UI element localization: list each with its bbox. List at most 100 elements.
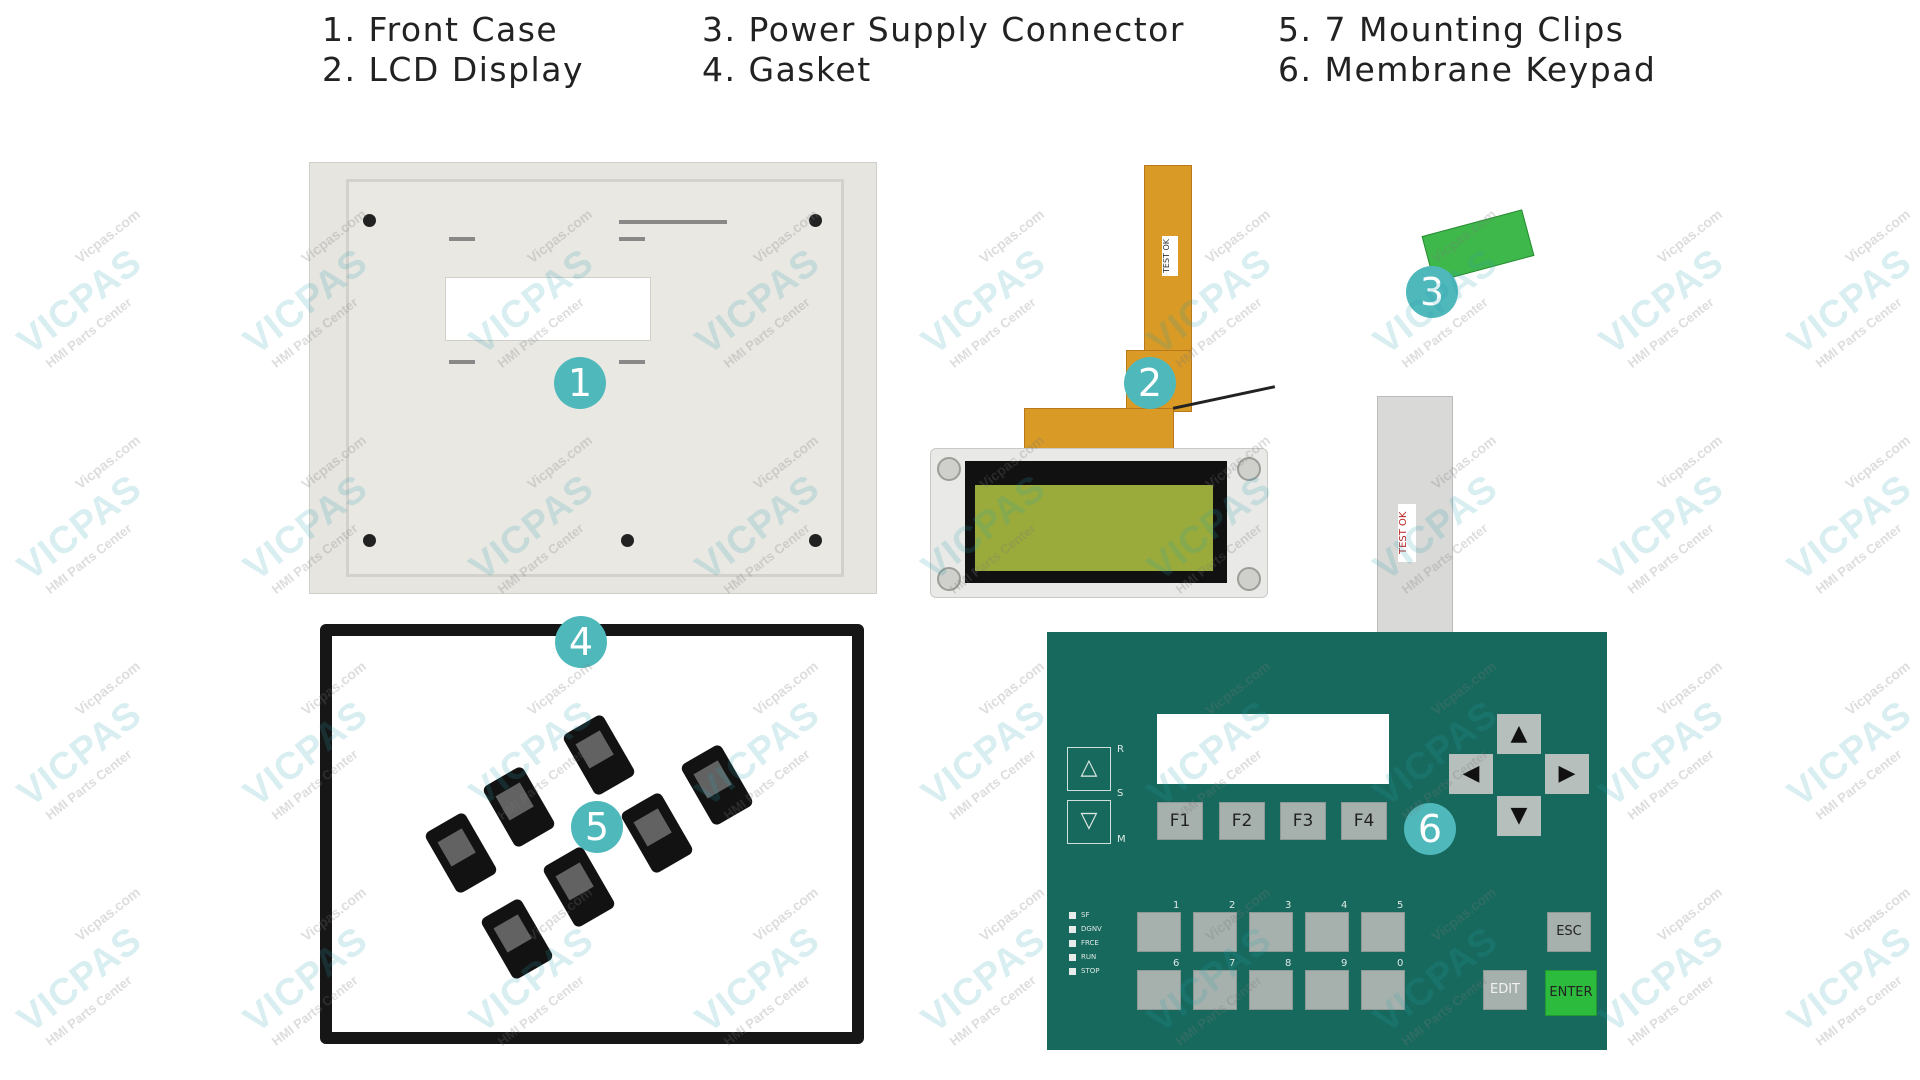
legend-item-1: 1. Front Case <box>322 10 559 49</box>
edit-key: EDIT <box>1483 970 1527 1010</box>
right-arrow-key: ▶ <box>1545 754 1589 794</box>
mode-icon-bottom: ▽ <box>1067 800 1111 844</box>
status-led <box>1069 940 1076 947</box>
legend-col-1: 1. Front Case 2. LCD Display <box>322 10 584 90</box>
badge-2: 2 <box>1124 357 1176 409</box>
front-case-display-window <box>445 277 651 341</box>
legend-item-2: 2. LCD Display <box>322 50 584 89</box>
status-led <box>1069 954 1076 961</box>
led-label: FRCE <box>1081 939 1099 947</box>
number-key <box>1193 970 1237 1010</box>
badge-5: 5 <box>571 801 623 853</box>
number-key <box>1249 970 1293 1010</box>
legend-item-3: 3. Power Supply Connector <box>702 10 1185 49</box>
lcd-screen <box>965 461 1227 583</box>
screw-hole <box>809 214 822 227</box>
screw <box>937 457 961 481</box>
f4-key: F4 <box>1341 802 1387 840</box>
slot <box>619 220 727 224</box>
side-label: R <box>1117 744 1124 755</box>
side-label: S <box>1117 788 1124 799</box>
f1-key: F1 <box>1157 802 1203 840</box>
test-ok-label: TEST OK <box>1398 504 1416 562</box>
legend-item-4: 4. Gasket <box>702 50 872 89</box>
badge-4: 4 <box>555 616 607 668</box>
slot <box>619 237 645 241</box>
legend-col-2: 3. Power Supply Connector 4. Gasket <box>702 10 1185 90</box>
badge-6: 6 <box>1404 803 1456 855</box>
legend-item-5: 5. 7 Mounting Clips <box>1278 10 1625 49</box>
esc-key: ESC <box>1547 912 1591 952</box>
side-label: M <box>1117 834 1126 845</box>
gasket-image <box>320 624 864 1044</box>
key-number-label: 6 <box>1173 958 1180 969</box>
number-key <box>1305 970 1349 1010</box>
badge-1: 1 <box>554 357 606 409</box>
key-number-label: 2 <box>1229 900 1236 911</box>
left-arrow-key: ◀ <box>1449 754 1493 794</box>
membrane-keypad-image: △ ▽ R S M F1 F2 F3 F4 ▲ ◀ ▶ ▼ SF DGNV FR… <box>1047 632 1607 1050</box>
key-number-label: 9 <box>1341 958 1348 969</box>
lcd-flex-cable <box>1024 408 1174 450</box>
led-label: RUN <box>1081 953 1097 961</box>
key-number-label: 8 <box>1285 958 1292 969</box>
slot <box>449 360 475 364</box>
screw-hole <box>363 214 376 227</box>
screw-hole <box>621 534 634 547</box>
key-number-label: 3 <box>1285 900 1292 911</box>
led-label: SF <box>1081 911 1090 919</box>
front-case-image <box>309 162 877 594</box>
led-label: STOP <box>1081 967 1100 975</box>
up-arrow-key: ▲ <box>1497 714 1541 754</box>
screw <box>1237 457 1261 481</box>
number-key <box>1193 912 1237 952</box>
number-key <box>1361 970 1405 1010</box>
lcd-glass <box>975 485 1213 571</box>
legend-item-6: 6. Membrane Keypad <box>1278 50 1657 89</box>
key-number-label: 0 <box>1397 958 1404 969</box>
led-label: DGNV <box>1081 925 1102 933</box>
screw-hole <box>363 534 376 547</box>
front-case-recess <box>346 179 844 577</box>
badge-3: 3 <box>1406 266 1458 318</box>
screw-hole <box>809 534 822 547</box>
number-key <box>1361 912 1405 952</box>
key-number-label: 1 <box>1173 900 1180 911</box>
number-key <box>1249 912 1293 952</box>
status-led <box>1069 926 1076 933</box>
number-key <box>1137 970 1181 1010</box>
screw <box>937 567 961 591</box>
legend-col-3: 5. 7 Mounting Clips 6. Membrane Keypad <box>1278 10 1656 90</box>
number-key <box>1305 912 1349 952</box>
slot <box>619 360 645 364</box>
slot <box>449 237 475 241</box>
status-led <box>1069 912 1076 919</box>
mode-icon-top: △ <box>1067 747 1111 791</box>
test-ok-label: TEST OK <box>1162 236 1178 276</box>
number-key <box>1137 912 1181 952</box>
f3-key: F3 <box>1280 802 1326 840</box>
down-arrow-key: ▼ <box>1497 796 1541 836</box>
screw <box>1237 567 1261 591</box>
lcd-display-image <box>930 448 1268 598</box>
enter-key: ENTER <box>1545 970 1597 1016</box>
key-number-label: 5 <box>1397 900 1404 911</box>
key-number-label: 4 <box>1341 900 1348 911</box>
f2-key: F2 <box>1219 802 1265 840</box>
status-led <box>1069 968 1076 975</box>
